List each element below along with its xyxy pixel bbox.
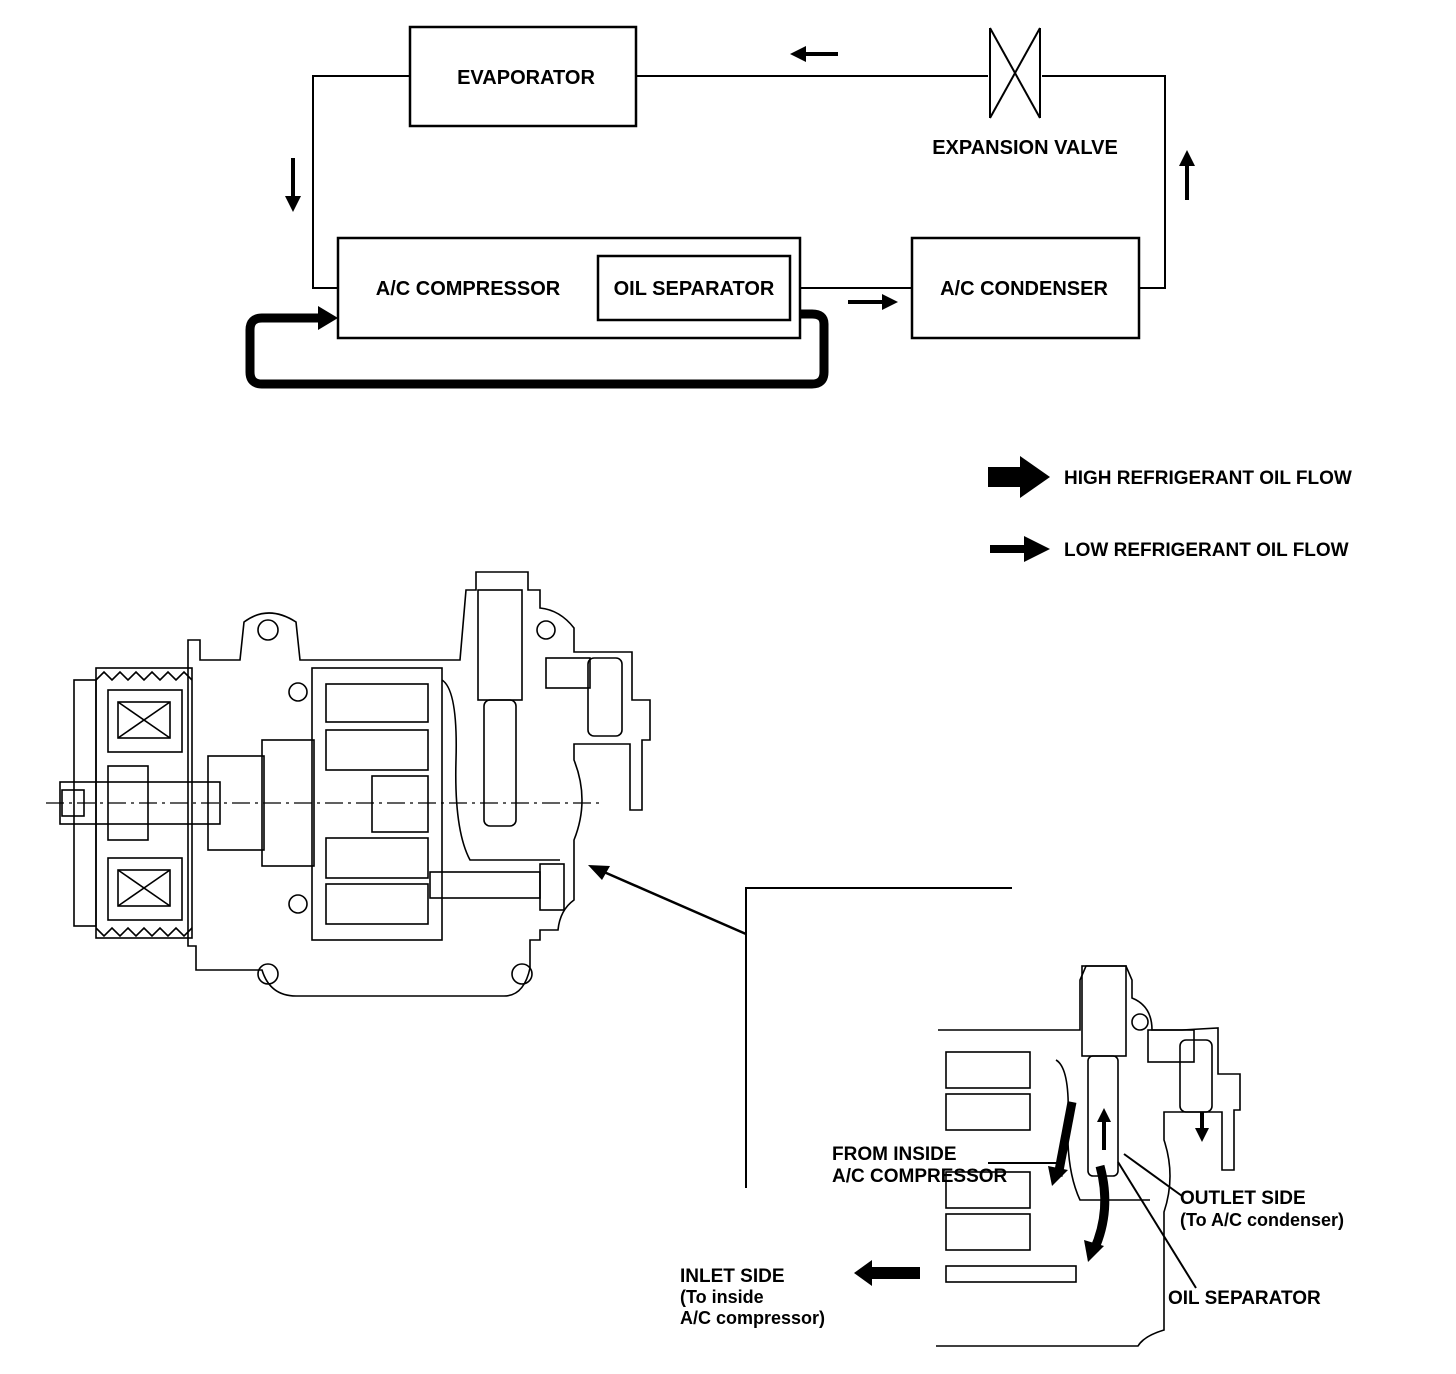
mount-hole-bottom-right (511, 963, 533, 985)
oil-return-loop (245, 309, 829, 389)
detail-lower-passage (945, 1265, 1077, 1283)
outlet-fitting (545, 657, 591, 689)
legend-high-flow-arrow (988, 456, 1050, 498)
from-inside-label-1: FROM INSIDE (832, 1144, 957, 1165)
oil-separator-detail: FROM INSIDE A/C COMPRESSOR OUTLET SIDE (… (680, 965, 1344, 1347)
valve-plate (371, 775, 429, 833)
front-bearing (107, 765, 149, 841)
expansion-valve-label: EXPANSION VALVE (932, 137, 1118, 159)
lower-bolt (539, 863, 565, 911)
detail-piston-2 (945, 1093, 1031, 1131)
cylinder-block (311, 667, 443, 941)
compressor-label: A/C COMPRESSOR (376, 278, 561, 300)
line-condenser-to-valve (1042, 75, 1166, 289)
compressor-cross-section (46, 571, 651, 997)
mount-hole-bottom-left (257, 963, 279, 985)
inlet-arrow-head (854, 1260, 872, 1286)
oil-return-arrowhead (318, 306, 338, 330)
legend-low-flow-arrow (990, 536, 1050, 562)
lower-passage (429, 871, 541, 899)
drive-shaft (59, 781, 221, 825)
outlet-side-label-2: (To A/C condenser) (1180, 1210, 1344, 1230)
detail-leader (588, 865, 1012, 1188)
evaporator-box (408, 25, 638, 128)
detail-separator-cap (1081, 965, 1127, 1057)
outlet-side-label-1: OUTLET SIDE (1180, 1188, 1306, 1209)
legend-high-flow-label: HIGH REFRIGERANT OIL FLOW (1064, 468, 1352, 489)
legend: HIGH REFRIGERANT OIL FLOW LOW REFRIGERAN… (988, 456, 1352, 562)
inlet-side-label-2: (To inside (680, 1287, 764, 1307)
outlet-leader (1123, 1153, 1183, 1197)
inlet-side-label-1: INLET SIDE (680, 1266, 785, 1287)
flow-arrow-up-right (1179, 150, 1195, 200)
inlet-side-label-3: A/C compressor) (680, 1308, 825, 1328)
flow-arrow-left-top (790, 46, 838, 62)
line-evaporator-to-compressor (312, 75, 410, 289)
oil-separator-label: OIL SEPARATOR (614, 278, 775, 300)
separator-cap (477, 589, 523, 701)
evaporator-label: EVAPORATOR (457, 67, 595, 89)
rear-head-passage (441, 679, 560, 861)
refrigerant-cycle: EVAPORATOR EXPANSION VALVE A/C COMPRESSO… (245, 25, 1195, 389)
compressor-housing (187, 571, 651, 997)
shaft-nut (61, 789, 85, 817)
legend-low-flow-label: LOW REFRIGERANT OIL FLOW (1064, 540, 1349, 561)
detail-outlet-elbow (1179, 1039, 1213, 1113)
inlet-arrow-shaft (868, 1267, 920, 1279)
detail-housing (936, 965, 1241, 1347)
piston-4 (325, 883, 429, 925)
oil-separator-leader (1117, 1161, 1197, 1289)
from-inside-label-2: A/C COMPRESSOR (832, 1166, 1008, 1187)
detail-high-flow-down (1089, 1164, 1110, 1252)
outlet-elbow (587, 657, 623, 737)
seal-ring-top (288, 682, 308, 702)
expansion-valve-symbol (989, 27, 1041, 119)
mount-hole-right (536, 620, 556, 640)
piston-3 (325, 837, 429, 879)
mount-hole-top (257, 619, 279, 641)
detail-piston-1 (945, 1051, 1031, 1089)
condenser-label: A/C CONDENSER (940, 278, 1108, 300)
detail-outlet-fitting (1147, 1029, 1195, 1063)
detail-mount-hole (1131, 1013, 1149, 1031)
detail-piston-4 (945, 1213, 1031, 1251)
swash-hub (207, 755, 265, 851)
detail-oil-separator-label: OIL SEPARATOR (1168, 1288, 1321, 1309)
piston-1 (325, 683, 429, 723)
oil-separator-tube (483, 699, 517, 827)
flow-arrow-right-bottom (848, 294, 898, 310)
piston-2 (325, 729, 429, 771)
condenser-box (910, 236, 1141, 340)
detail-piston-3 (945, 1171, 1031, 1209)
seal-ring-bottom (288, 894, 308, 914)
detail-high-flow-in (1053, 1101, 1077, 1177)
clutch-pulley (73, 667, 193, 939)
flow-arrow-down-left (285, 158, 301, 212)
oil-separator-box (596, 254, 792, 322)
swash-plate (261, 739, 315, 867)
